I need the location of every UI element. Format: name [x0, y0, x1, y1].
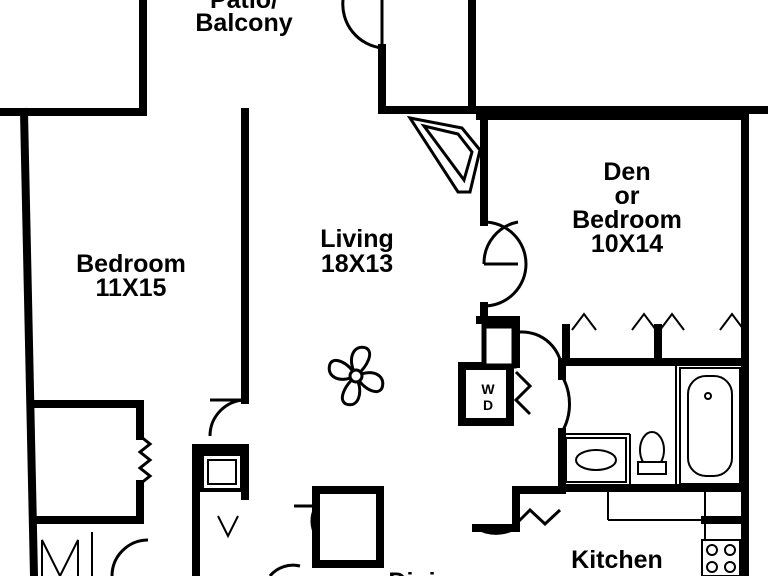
den-label-line3: Bedroom: [572, 206, 682, 234]
door-washer: [513, 370, 533, 416]
ceiling-fan-icon: [327, 345, 385, 407]
door-bedroom: [208, 398, 246, 437]
door-lower-closet: [110, 538, 149, 576]
door-closet-bifold: [137, 434, 153, 486]
hall-closet-bifold: [217, 515, 239, 539]
den-closet-doors: [41, 312, 745, 576]
patio-label-line2: Balcony: [195, 9, 292, 37]
door-den-arc2: [482, 220, 519, 265]
doors: [110, 0, 572, 576]
sink-icon: [565, 437, 627, 483]
bifold-2: [631, 312, 657, 331]
dryer-label: D: [483, 397, 493, 413]
door-patio: [341, 0, 384, 50]
den-label-line2: or: [615, 182, 640, 210]
bathtub-drain: [704, 392, 712, 400]
burner-1: [706, 544, 718, 556]
laundry-closet: [481, 323, 517, 369]
burner-4: [724, 561, 736, 573]
door-kitchen: [475, 526, 517, 535]
burner-3: [706, 561, 718, 573]
den-label-line1: Den: [603, 158, 650, 186]
door-dining-closet: [268, 563, 301, 576]
fireplace-icon: [406, 115, 482, 194]
stove-icon: [701, 539, 741, 576]
bathtub-icon: [679, 367, 741, 485]
hall-closet-inner: [207, 459, 237, 485]
bathtub-inner: [687, 375, 733, 477]
door-den: [483, 220, 528, 308]
kitchen-label: Kitchen: [571, 546, 663, 574]
patio-label-line1: Patio/: [210, 0, 278, 14]
living-size: 18X13: [321, 250, 393, 278]
fireplace-inner: [420, 123, 474, 184]
door-bath: [560, 375, 572, 433]
dining-label: Dini: [388, 568, 435, 576]
toilet-tank: [637, 461, 667, 475]
door-laundry: [519, 330, 564, 373]
laundry-box: [458, 362, 514, 426]
pantry-box: [312, 486, 384, 568]
door-kitchen-closet: [514, 507, 562, 527]
sink-basin: [575, 449, 617, 471]
bifold-4: [719, 312, 745, 331]
bifold-3: [659, 312, 685, 331]
toilet-icon: [637, 431, 667, 475]
burner-2: [724, 544, 736, 556]
washer-label: W: [481, 381, 495, 397]
fan-hub: [348, 368, 364, 384]
wall-bedroom-left: [19, 107, 39, 576]
living-label: Living: [320, 225, 394, 253]
bedroom-closet-door-a: [41, 539, 79, 576]
bifold-1: [571, 312, 597, 331]
bedroom-size: 11X15: [96, 274, 167, 302]
den-size: 10X14: [591, 230, 663, 258]
bedroom-label: Bedroom: [76, 250, 186, 278]
